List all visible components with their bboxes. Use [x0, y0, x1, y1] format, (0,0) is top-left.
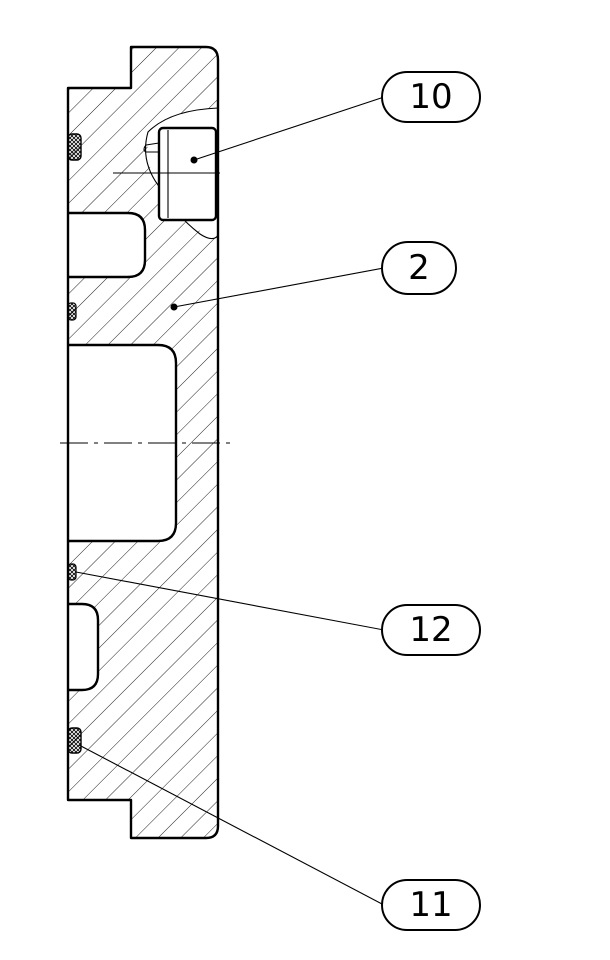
balloon-label-10: 10 [409, 77, 452, 117]
upper-pocket-outline [68, 211, 147, 279]
seal-ring-12 [67, 563, 77, 581]
lower-pocket-cavity [68, 604, 98, 690]
balloon-label-12: 12 [409, 610, 452, 650]
balloon-12: 12 [381, 604, 481, 656]
leader-12 [75, 571, 385, 631]
upper-pocket-cavity [68, 213, 145, 277]
seal-ring-top [67, 133, 82, 161]
leader-10 [193, 96, 385, 161]
seal-ring-mid [67, 302, 77, 321]
leader-11 [78, 744, 385, 906]
leader-2 [173, 267, 385, 308]
balloon-10: 10 [381, 71, 481, 123]
balloon-2: 2 [381, 241, 457, 295]
lower-pocket-outline [68, 602, 100, 692]
leaders [75, 96, 385, 906]
balloon-label-11: 11 [409, 885, 452, 925]
balloon-11: 11 [381, 879, 481, 931]
seal-rings [67, 133, 82, 754]
balloon-label-2: 2 [408, 248, 430, 288]
seal-ring-11 [67, 727, 82, 754]
body-outline [66, 45, 220, 840]
plug-item-10 [113, 126, 220, 222]
